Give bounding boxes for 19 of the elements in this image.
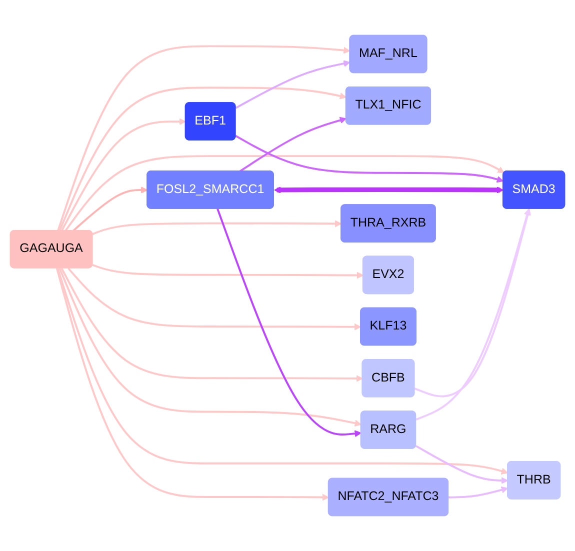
arrow [235,60,350,109]
arrow [60,118,186,232]
arrow [60,268,363,382]
arrow [64,155,504,232]
arrow [448,486,508,498]
arrow [58,268,362,427]
arrow [92,220,342,235]
arrow [274,186,504,194]
arrow [72,186,148,232]
arrow [415,445,508,484]
arrow [58,86,347,232]
arrow [68,268,362,330]
arrow [56,268,508,474]
arrow [56,268,330,501]
arrow [235,135,504,183]
arrow [239,116,347,172]
arrow [92,264,364,279]
arrow [57,45,350,232]
arrow [216,208,362,437]
